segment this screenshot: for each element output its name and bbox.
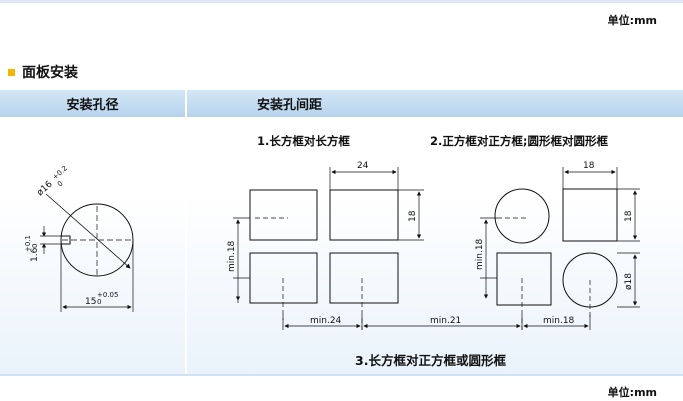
unit-label-bottom: 单位:mm	[607, 386, 657, 399]
dim-18-square-width-label: 18	[583, 161, 595, 171]
bullet-square-icon	[8, 68, 15, 76]
hole-width-tol-lower: 0	[97, 298, 101, 306]
hole-diameter-label: ø16	[35, 179, 54, 198]
subtitle-rect-square-circle: 3.长方框对正方框或圆形框	[355, 353, 506, 368]
bottom-rule	[0, 374, 683, 376]
unit-label-top: 单位:mm	[607, 14, 657, 27]
rect-frame-bottom-right	[329, 252, 399, 304]
dim-min24-label: min.24	[310, 316, 342, 326]
rect-frame-top-left	[249, 189, 318, 241]
subtitle-rect-rect: 1.长方框对长方框	[257, 134, 350, 148]
hole-diameter-tol-lower: 0	[56, 180, 65, 189]
header-hole-diameter: 安装孔径	[0, 90, 185, 117]
header-hole-spacing: 安装孔间距	[187, 90, 683, 117]
dim-18-square-height-label: 18	[624, 210, 634, 222]
rect-frame-bottom-left	[249, 252, 318, 304]
dim-18-rect-label: 18	[408, 210, 418, 222]
key-tol-upper: +0.1	[24, 235, 32, 252]
key-notch	[61, 235, 71, 245]
dim-min18-rect-label: min.18	[227, 240, 237, 272]
dim-min21-label: min.21	[430, 316, 461, 326]
subtitle-square-circle: 2.正方框对正方框;圆形框对圆形框	[430, 134, 608, 148]
dim-min18-square-label: min.18	[475, 238, 485, 270]
hole-width-label: 15	[85, 297, 96, 307]
section-title: 面板安装	[22, 65, 78, 81]
key-width-label: 1.6	[30, 247, 40, 262]
section-heading: 面板安装	[8, 62, 78, 82]
cell-hole-diagram	[0, 118, 185, 374]
key-tol-lower: 0	[31, 244, 39, 248]
rect-frame-top-right	[329, 189, 399, 241]
circle-frame-top-left	[494, 188, 550, 244]
top-rule	[0, 0, 683, 3]
dim-24-label: 24	[357, 161, 369, 171]
square-frame-bottom-left	[496, 252, 552, 306]
hole-width-tol-upper: +0.05	[97, 291, 118, 299]
square-frame-top-right	[562, 188, 618, 242]
cell-spacing-diagram	[187, 118, 683, 374]
dim-min18-bottom-label: min.18	[543, 316, 575, 326]
hole-diameter-tol-upper: +0.2	[51, 164, 69, 181]
dim-dia18-label: ø18	[624, 273, 634, 290]
